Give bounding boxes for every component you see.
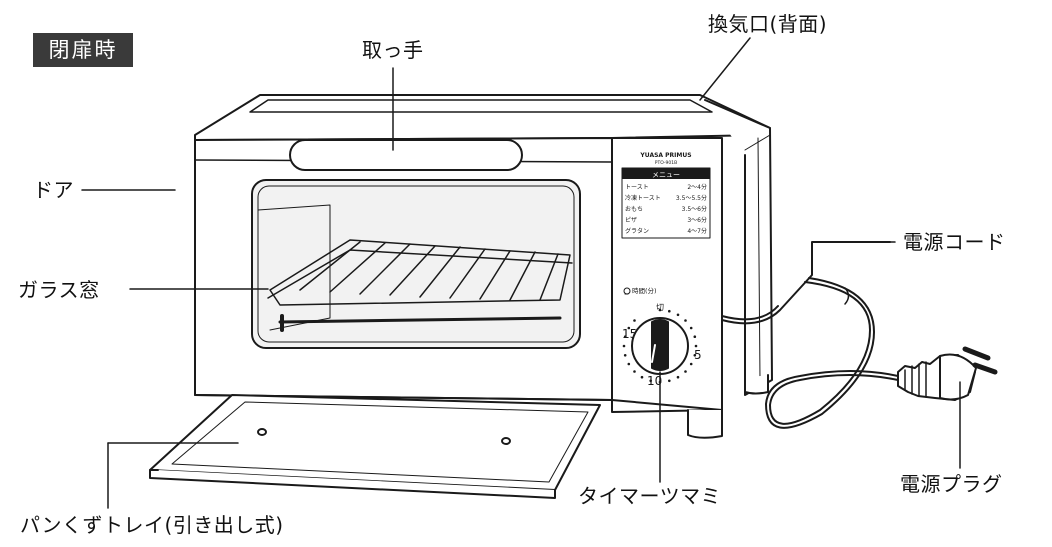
clock-icon [623,287,631,295]
dial-dot [658,308,662,312]
label-timer-knob: タイマーツマミ [578,484,722,508]
dial-dot [684,370,687,373]
power-plug-icon [897,346,998,401]
menu-item: 冷凍トースト [625,194,661,202]
dial-dot [689,326,693,330]
crumb-tray [149,394,601,499]
dial-dot [633,319,636,322]
door-handle [289,139,523,171]
dial-dot [684,319,687,322]
dial-dot [627,362,631,366]
menu-item: グラタン [625,227,649,235]
brand-label: YUASA PRIMUS [639,152,691,159]
leader-lines [81,37,961,509]
dial-dot [694,344,698,348]
menu-item-time: 3.5～5.5分 [676,194,707,202]
dial-dot [623,335,627,339]
dial-dot [693,354,697,357]
dial-dot [668,309,671,313]
dial-mark-5: 5 [694,348,702,362]
wire-rack [267,239,573,332]
menu-title: メニュー [652,171,680,179]
dial-dot [633,370,636,373]
menu-item-time: 2～4分 [687,183,707,191]
label-crumb-tray: パンくずトレイ(引き出し式) [20,513,284,537]
menu-item: トースト [625,184,649,191]
label-vent: 換気口(背面) [708,12,828,36]
label-power-plug: 電源プラグ [900,472,1003,496]
timer-caption: 時間(分) [632,286,657,295]
dial-mark-10: 10 [647,374,662,388]
dial-dot [676,375,680,379]
menu-item-time: 3.5～6分 [682,205,707,213]
menu-item-time: 3～6分 [687,216,707,224]
menu-item: ピザ [625,217,637,224]
model-label: PTO-901B [655,160,677,166]
dial-dot [622,344,626,348]
dial-dot [689,362,693,366]
menu-item: おもち [625,206,643,213]
dial-dot [668,379,671,383]
power-cord [721,241,899,429]
dial-dot [693,335,697,339]
timer-knob [622,308,698,384]
label-glass-window: ガラス窓 [18,278,100,302]
dial-dot [676,313,680,317]
menu-item-time: 4～7分 [687,227,707,235]
label-handle: 取っ手 [362,38,424,62]
label-door: ドア [33,178,74,202]
glass-window [251,179,581,349]
label-power-cord: 電源コード [903,230,1006,254]
dial-dot [640,375,644,379]
state-badge: 閉扉時 [33,33,133,67]
off-mark: 切 [656,303,664,312]
dial-dot [649,379,652,383]
dial-dot [627,326,631,330]
dial-dot [623,354,627,357]
